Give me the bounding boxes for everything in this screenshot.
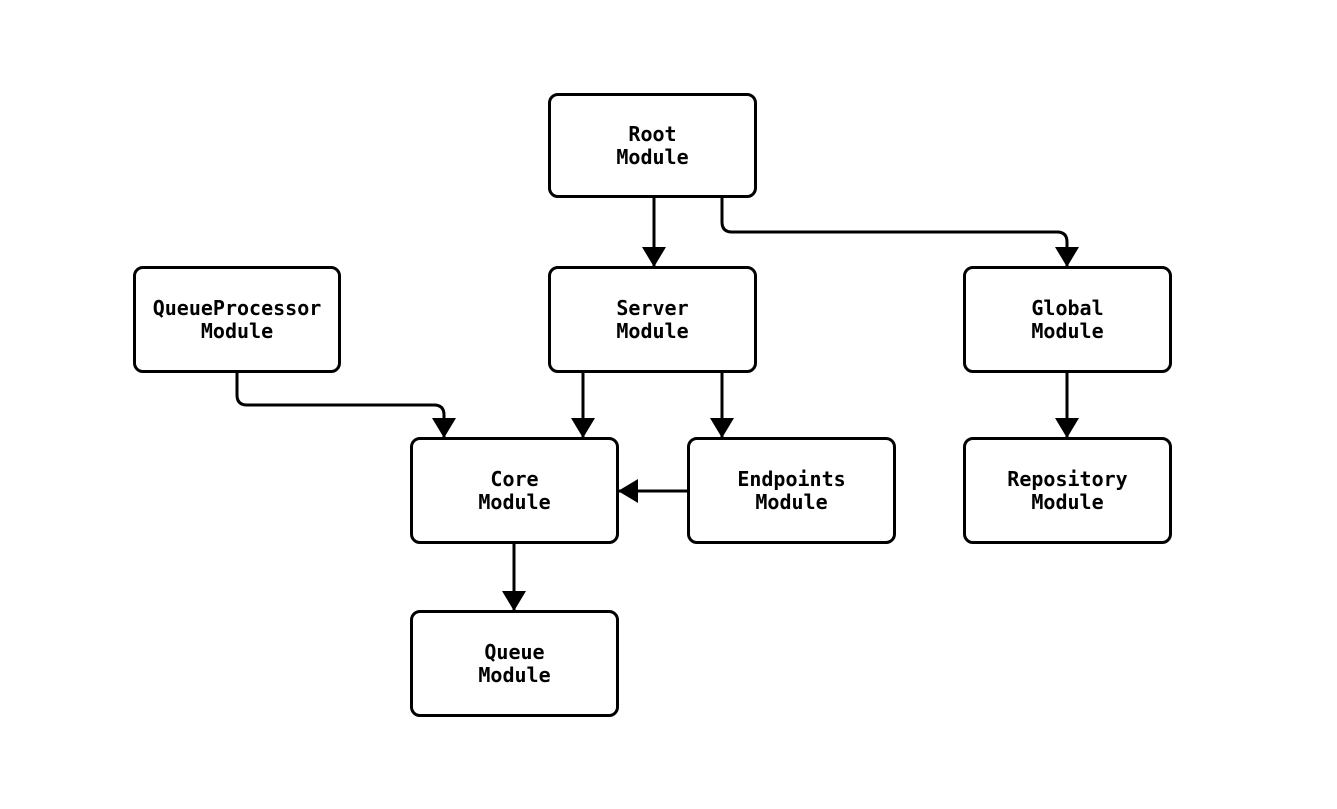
node-label-line: Module — [1031, 318, 1104, 343]
node-label-line: Module — [478, 489, 551, 514]
node-label-line: Global — [1031, 295, 1104, 320]
edge-queueprocessor-module-to-core-module — [235, 373, 456, 438]
node-label-line: Module — [755, 489, 828, 514]
node-label-line: Core — [490, 466, 539, 491]
node-label-line: Endpoints — [737, 466, 846, 491]
node-label-line: Module — [478, 662, 551, 687]
node-label-line: Module — [616, 318, 689, 343]
edge-root-module-to-global-module — [720, 198, 1079, 267]
node-label-line: Root — [628, 121, 677, 146]
node-label-line: Module — [200, 318, 274, 343]
node-label-line: Queue — [484, 639, 545, 664]
node-label-line: QueueProcessor — [152, 295, 322, 320]
node-label-line: Module — [616, 144, 689, 169]
node-label-line: Module — [1031, 489, 1104, 514]
node-label-line: Server — [616, 295, 689, 320]
node-label-line: Repository — [1007, 466, 1128, 491]
